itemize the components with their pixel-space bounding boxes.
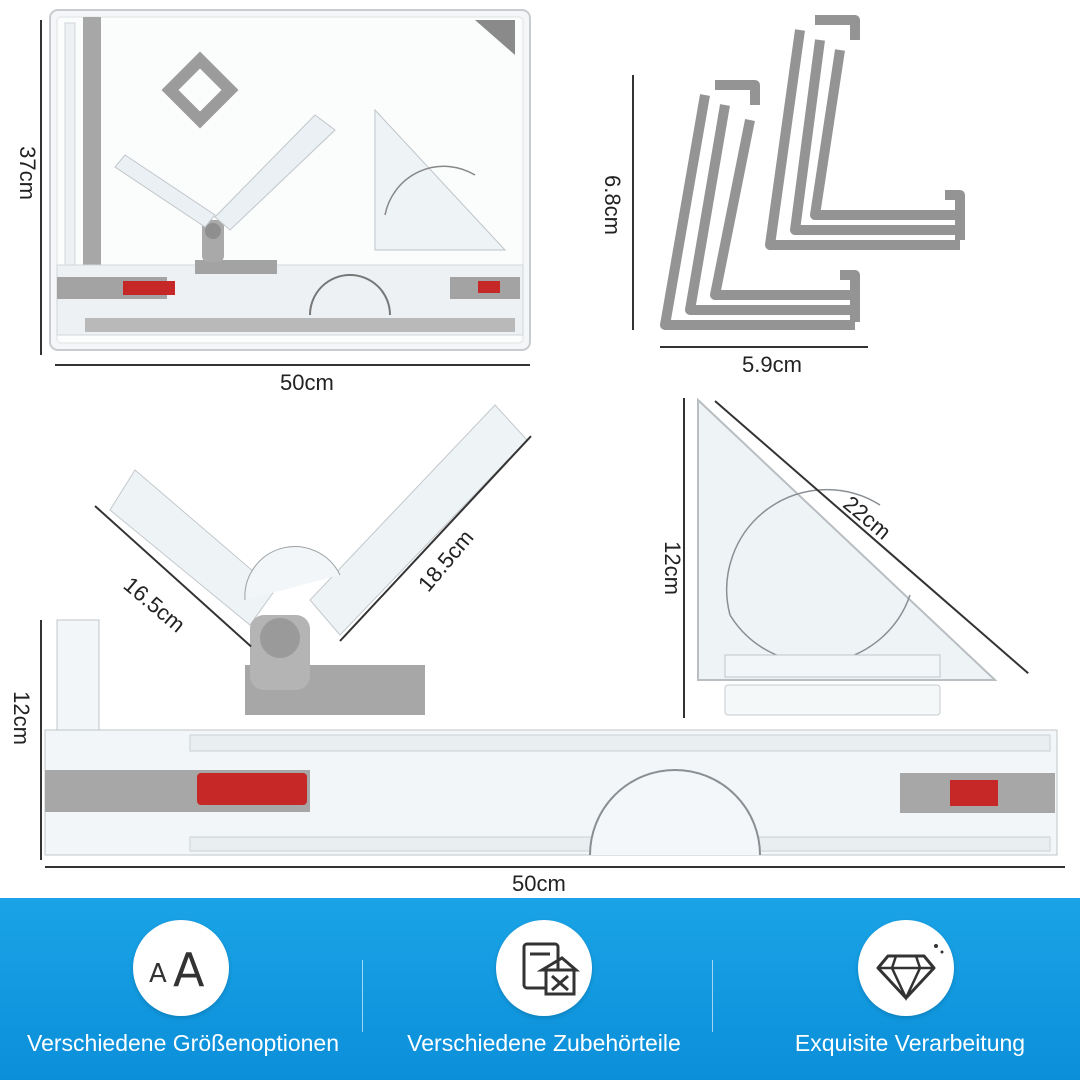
divider-1 <box>362 960 363 1032</box>
accessories-house-icon <box>522 942 581 996</box>
dim-clip-height: 6.8cm <box>599 175 625 235</box>
divider-2 <box>712 960 713 1032</box>
feature-badge-sizes: A A <box>133 920 229 1016</box>
dim-line-clip-height <box>632 75 634 330</box>
font-size-icon: A A <box>149 943 205 997</box>
triangle-image <box>690 395 1010 725</box>
clips-image <box>655 10 985 335</box>
feature-label-quality: Exquisite Verarbeitung <box>794 1030 1026 1056</box>
feature-label-accessories: Verschiedene Zubehörteile <box>407 1030 681 1056</box>
parallel-ruler-image <box>44 615 1065 860</box>
dim-line-ruler-width <box>45 866 1065 868</box>
dim-line-board-height <box>40 20 42 355</box>
diamond-icon <box>876 944 944 1001</box>
icon-letter-large: A <box>173 943 205 997</box>
dim-ruler-height: 12cm <box>8 691 34 745</box>
drawing-board-image <box>45 5 535 355</box>
dim-line-ruler-height <box>40 620 42 860</box>
dim-line-triangle-height <box>683 398 685 718</box>
dim-board-height: 37cm <box>14 146 40 200</box>
icon-letter-small: A <box>149 959 167 989</box>
dim-board-width: 50cm <box>280 370 334 395</box>
arms-image <box>95 400 535 725</box>
feature-badge-quality <box>858 920 954 1016</box>
dim-line-board-width <box>55 364 530 366</box>
dim-triangle-height: 12cm <box>659 541 685 595</box>
dim-clip-width: 5.9cm <box>742 352 802 377</box>
feature-label-sizes: Verschiedene Größenoptionen <box>27 1030 339 1056</box>
feature-badge-accessories <box>496 920 592 1016</box>
dim-ruler-width: 50cm <box>512 871 566 896</box>
dim-line-clip-width <box>660 346 868 348</box>
